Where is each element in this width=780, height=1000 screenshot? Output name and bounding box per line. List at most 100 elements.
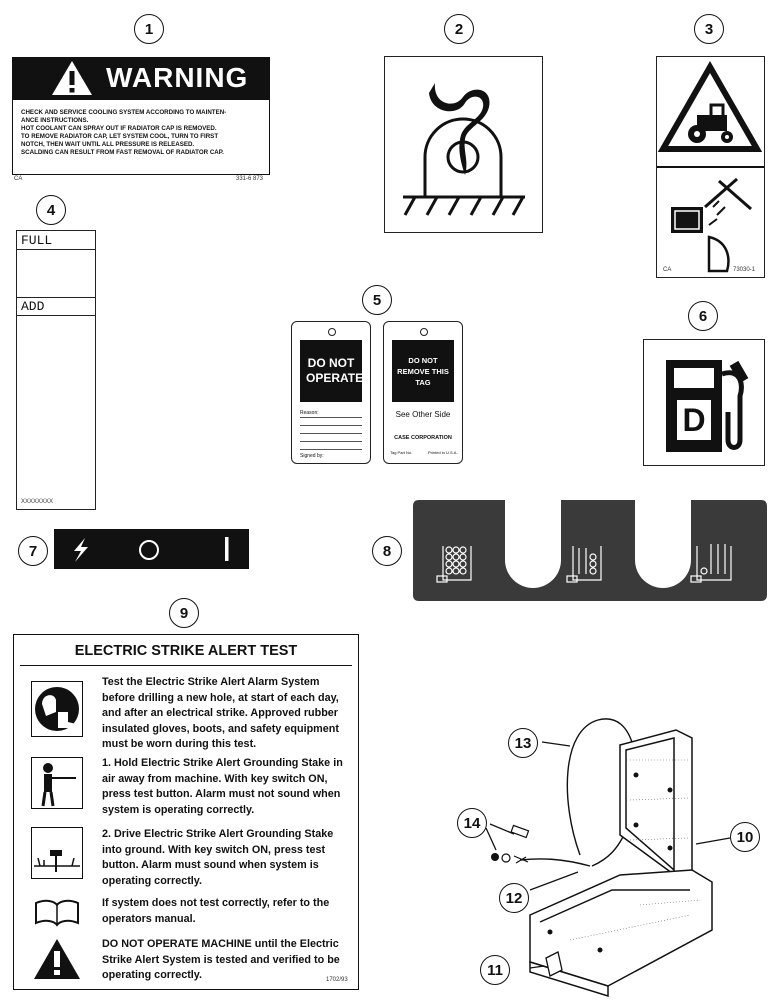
full-mark: FULL [21,233,53,248]
power-switch-symbols [74,537,229,562]
step-2-text: 2. Drive Electric Strike Alert Grounding… [102,828,334,887]
callout-4: 4 [36,195,66,225]
tie-down-icon [403,83,525,216]
add-line-top [17,297,95,298]
leader-14b [489,823,515,835]
tag-hole [328,328,336,336]
lightning-icon [74,538,88,562]
rollover-code-right: 73030-1 [733,267,756,273]
tag-signed-label: Signed by: [300,453,324,459]
callout-6: 6 [688,301,718,331]
warning-line: ANCE INSTRUCTIONS. [21,117,89,125]
stake-in-air-icon [31,757,83,809]
pipe-rack-full-icon [436,546,472,583]
leader-14a [485,827,497,851]
bracket-holes [547,772,673,953]
tag-heading-panel: DO NOT OPERATE [300,340,364,402]
tag-heading: DO NOT OPERATE [306,356,364,385]
warning-line: CHECK AND SERVICE COOLING SYSTEM ACCORDI… [21,109,227,116]
warning-line: TO REMOVE RADIATOR CAP, LET SYSTEM COOL,… [21,133,219,141]
add-line [17,315,95,316]
tag-line [300,433,362,434]
warning-line: HOT COOLANT CAN SPRAY OUT IF RADIATOR CA… [21,125,217,133]
rollover-decal: CA 73030-1 [656,56,765,278]
step-manual-text: If system does not test correctly, refer… [102,897,330,925]
tag-company: CASE CORPORATION [394,435,452,441]
callout-3: 3 [694,14,724,44]
control-panel-shape [413,500,767,601]
fluid-level-decal: FULL ADD XXXXXXXX [16,230,96,510]
callout-10: 10 [730,822,760,852]
pipe-rack-empty-icon [690,544,732,583]
callout-9: 9 [169,598,199,628]
full-line [17,249,95,250]
warning-line: SCALDING CAN RESULT FROM FAST REMOVAL OF… [21,149,224,157]
warning-title: WARNING [106,62,249,93]
warning-text: CHECK AND SERVICE COOLING SYSTEM ACCORDI… [12,99,270,175]
pipe-rack-partial-icon [566,546,602,583]
callout-12: 12 [499,883,529,913]
tag-hole [420,328,428,336]
decal-code: 1702/93 [326,977,348,983]
tag-heading-panel: DO NOT REMOVE THIS TAG [392,340,454,402]
leader-13 [541,741,571,747]
tag-line [300,425,362,426]
electric-strike-title: ELECTRIC STRIKE ALERT TEST [74,643,298,659]
control-panel-decal [413,500,767,601]
step-1-text: 1. Hold Electric Strike Alert Grounding … [102,757,343,816]
off-circle-icon [139,540,159,560]
do-not-remove-tag: DO NOT REMOVE THIS TAG See Other Side CA… [383,321,463,464]
leader-12 [529,871,579,891]
callout-1: 1 [134,14,164,44]
callout-7: 7 [18,536,48,566]
on-bar-icon [225,537,229,561]
add-mark: ADD [21,299,45,314]
manual-book-icon [34,897,80,932]
stake-in-ground-icon [31,827,83,879]
leader-10 [695,837,731,845]
tag-reason-label: Reason: [300,410,319,416]
tag-line [300,441,362,442]
callout-14: 14 [457,808,487,838]
ground-wire-connector [513,855,529,864]
tag-fine-left: Tag Part No. [390,450,413,455]
warning-triangle-icon [32,937,82,986]
pin [510,824,530,839]
gloves-boots-icon [31,681,83,737]
mounting-bracket [529,729,713,998]
warning-header: WARNING [12,57,270,99]
warning-code-left: CA [14,176,23,182]
callout-13: 13 [508,728,538,758]
callout-5: 5 [362,285,392,315]
rollover-code-left: CA [663,267,672,273]
tag-line [300,417,362,418]
tag-heading: DO NOT REMOVE THIS TAG [397,355,449,387]
tag-see-other-side: See Other Side [395,410,451,419]
step-warning-text: DO NOT OPERATE MACHINE until the Electri… [102,938,340,982]
do-not-operate-tag: DO NOT OPERATE Reason: Signed by: [291,321,371,464]
callout-11: 11 [480,955,510,985]
clip [545,951,563,977]
callout-8: 8 [372,536,402,566]
step-intro-text: Test the Electric Strike Alert Alarm Sys… [102,676,339,751]
callout-2: 2 [444,14,474,44]
diesel-letter: D [677,400,711,440]
part-number: XXXXXXXX [21,499,54,505]
warning-triangle-icon [52,61,92,95]
diesel-fuel-decal: D [643,339,765,466]
tie-down-decal [384,56,543,233]
nut [491,853,499,861]
tag-fine-right: Printed in U.S.A. [428,450,458,455]
ground-wire [519,858,591,867]
rollover-hazard-icon [657,60,764,273]
power-switch-decal [54,529,249,569]
seatbelt-icon [671,177,752,273]
leader-11 [529,965,545,969]
title-rule [20,665,352,666]
warning-code-right: 331-6 873 [236,176,264,182]
tag-line [300,449,362,450]
cable [566,718,638,867]
bracket-assembly-drawing [485,718,731,998]
electric-strike-decal: ELECTRIC STRIKE ALERT TEST Test the Elec… [13,634,359,990]
terminal [501,853,511,863]
